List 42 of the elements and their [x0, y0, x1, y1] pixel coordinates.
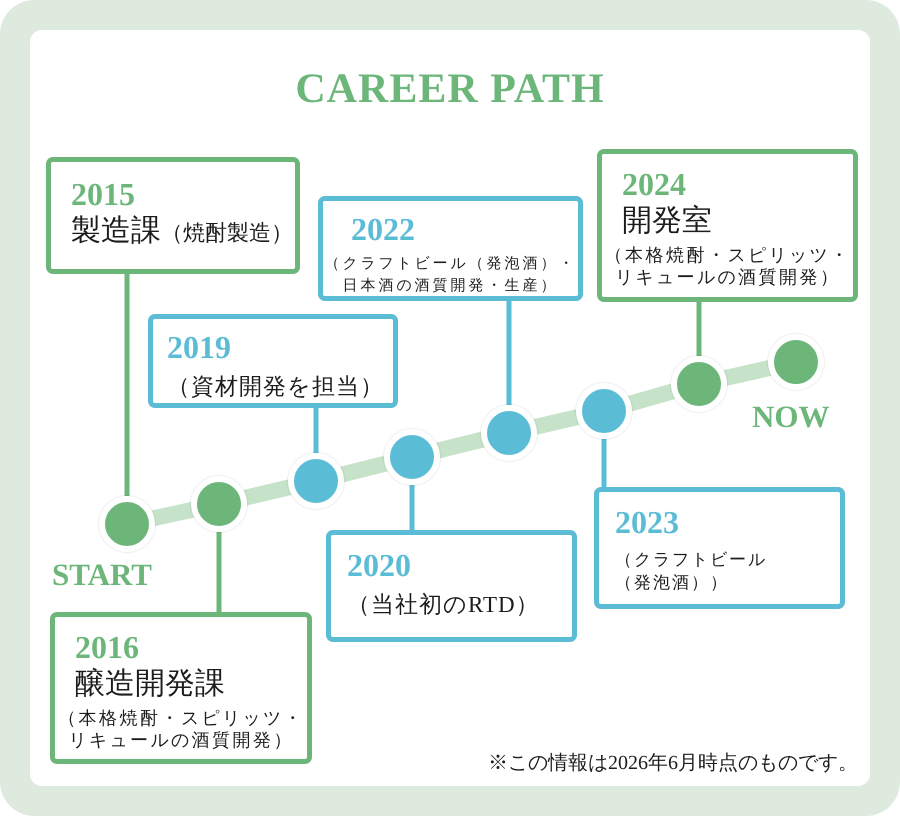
description-text: （本格焼酎・スピリッツ・リキュールの酒質開発）: [57, 707, 305, 751]
description-text: （資材開発を担当）: [167, 373, 384, 401]
timeline-track: [243, 479, 292, 506]
year-label: 2023: [615, 504, 679, 540]
leader-line: [124, 274, 130, 496]
description-text: （焼酎製造）: [161, 220, 293, 245]
year-label: 2024: [622, 166, 686, 202]
footnote-text: ※この情報は2026年6月時点のものです。: [488, 751, 858, 776]
timeline-box: [326, 530, 577, 642]
description-text: （本格焼酎・スピリッツ・リキュールの酒質開発）: [604, 244, 852, 288]
heading-text: 製造課: [71, 214, 161, 247]
timeline-track: [723, 360, 772, 386]
timeline-label: START: [52, 558, 152, 592]
leader-line: [696, 302, 702, 356]
timeline-box: [594, 487, 845, 609]
timeline-box: [148, 314, 398, 408]
description-text: （クラフトビール（発泡酒）・日本酒の酒質開発・生産）: [324, 254, 578, 296]
heading-text: 開発室: [622, 203, 712, 239]
heading-text: 醸造開発課: [75, 666, 225, 702]
timeline-track: [533, 409, 580, 435]
timeline-box: [46, 157, 300, 274]
timeline-label: NOW: [752, 400, 830, 434]
timeline-track: [152, 502, 194, 526]
title: CAREER PATH: [295, 66, 605, 112]
year-label: 2015: [71, 176, 135, 212]
year-label: 2016: [75, 629, 139, 665]
timeline-track: [340, 456, 388, 482]
leader-line: [410, 485, 414, 530]
description-text: （当社初のRTD）: [347, 591, 540, 619]
timeline-track: [436, 432, 485, 458]
year-label: 2022: [351, 211, 415, 247]
leader-line: [314, 408, 318, 453]
year-label: 2019: [167, 329, 231, 365]
timeline-box: [50, 612, 312, 764]
leader-line: [216, 532, 222, 612]
leader-line: [506, 301, 512, 405]
year-label: 2020: [347, 547, 411, 583]
leader-line: [602, 439, 606, 487]
description-text: （クラフトビール（発泡酒））: [615, 549, 768, 594]
timeline-box: [597, 149, 858, 302]
timeline-box: [318, 196, 583, 301]
timeline-track: [628, 384, 676, 412]
